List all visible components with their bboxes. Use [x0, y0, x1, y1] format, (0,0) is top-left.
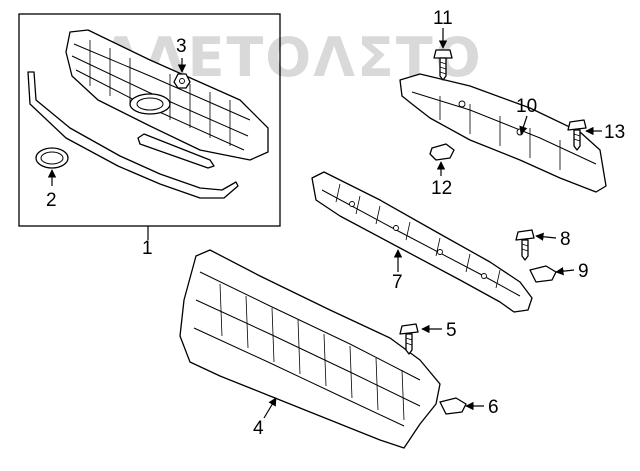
chrome-trim-strip: [27, 71, 239, 199]
clip-part-6: [439, 397, 467, 415]
callout-1: 1: [142, 238, 153, 259]
bracket-part-10: [399, 73, 607, 193]
callout-2: 2: [46, 190, 57, 211]
clip-part-9: [529, 265, 557, 283]
leader-4: [263, 397, 277, 419]
screw-part-8: [515, 229, 535, 261]
callout-12: 12: [431, 178, 452, 199]
leader-8: [535, 232, 557, 241]
lower-trim-bar: [137, 133, 215, 169]
callout-6: 6: [488, 397, 499, 418]
callout-11: 11: [433, 8, 453, 29]
callout-5: 5: [446, 320, 457, 341]
emblem-part: [35, 147, 69, 169]
callout-10: 10: [516, 96, 537, 117]
callout-7: 7: [392, 272, 403, 293]
leader-9: [555, 266, 575, 276]
support-bar-part-7: [311, 171, 533, 313]
screw-part-11: [433, 49, 453, 81]
screw-part-5: [399, 323, 419, 355]
callout-8: 8: [560, 229, 571, 250]
callout-13: 13: [604, 122, 625, 143]
grille-assembly-box: [18, 13, 281, 227]
callout-4: 4: [253, 418, 264, 439]
clip-part-3: [173, 73, 191, 89]
upper-grille-part: [65, 29, 269, 161]
callout-9: 9: [578, 261, 589, 282]
leader-10: [519, 115, 528, 135]
lower-grille-part-4: [179, 249, 441, 449]
clip-part-12: [429, 143, 455, 161]
callout-3: 3: [176, 36, 187, 57]
